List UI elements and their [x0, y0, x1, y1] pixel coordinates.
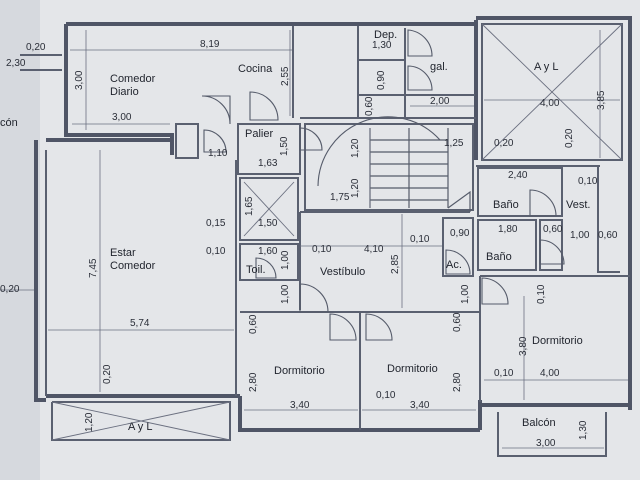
dim-label: 1,25 [444, 138, 464, 149]
dim-label: 0,60 [452, 312, 463, 332]
dim-label: 0,60 [364, 96, 375, 116]
dim-label: 3,00 [536, 438, 556, 449]
dim-label: 0,60 [248, 314, 259, 334]
dim-label: 2,55 [280, 66, 291, 86]
dim-label: 7,45 [88, 258, 99, 278]
dim-label: 3,40 [290, 400, 310, 411]
dim-label: 0,10 [536, 284, 547, 304]
dim-label: 0,20 [26, 42, 46, 53]
dim-label: 0,90 [376, 70, 387, 90]
dim-label: 1,50 [279, 136, 290, 156]
dim-label: 1,10 [208, 148, 228, 159]
room-toil: Toil. [246, 264, 266, 276]
dim-label: 0,60 [598, 230, 618, 241]
room-vest: Vest. [566, 199, 590, 211]
dim-label: 1,60 [258, 246, 278, 257]
dim-label: 4,00 [540, 98, 560, 109]
door-swings [201, 29, 565, 341]
room-dormitorio-3: Dormitorio [532, 335, 583, 347]
void-crosses [51, 23, 623, 441]
dim-label: 1,80 [498, 224, 518, 235]
dim-label: 0,10 [494, 368, 514, 379]
dim-label: 0,15 [206, 218, 226, 229]
room-dep: Dep. [374, 29, 397, 41]
dim-label: 0,10 [206, 246, 226, 257]
dim-label: 4,10 [364, 244, 384, 255]
dim-label: 0,20 [102, 364, 113, 384]
room-ac: Ac. [446, 259, 462, 271]
dim-label: 2,80 [452, 372, 463, 392]
dim-label: 2,00 [430, 96, 450, 107]
dim-label: 0,20 [564, 128, 575, 148]
dim-label: 2,85 [390, 254, 401, 274]
dim-label: 3,40 [410, 400, 430, 411]
dim-label: 0,20 [494, 138, 514, 149]
dim-label: 3,80 [518, 336, 529, 356]
interior-walls [20, 23, 630, 457]
dimension-labels: 0,20 2,30 8,19 1,30 3,00 2,55 0,90 0,60 … [0, 39, 618, 449]
dim-label: 1,20 [84, 412, 95, 432]
dim-label: 2,80 [248, 372, 259, 392]
dim-label: 0,10 [376, 390, 396, 401]
dim-label: 3,00 [74, 70, 85, 90]
room-bano-2: Baño [486, 251, 512, 263]
dim-label: 1,00 [280, 284, 291, 304]
dim-label: 1,20 [350, 178, 361, 198]
dim-label: 5,74 [130, 318, 150, 329]
dim-label: 1,63 [258, 158, 278, 169]
dim-label: 4,00 [540, 368, 560, 379]
room-cocina: Cocina [238, 63, 273, 75]
dim-label: 3,00 [112, 112, 132, 123]
dimension-lines [0, 30, 628, 449]
dim-label: 1,00 [280, 250, 291, 270]
room-palier: Palier [245, 128, 273, 140]
dim-label: 1,20 [350, 138, 361, 158]
dim-label: 0,60 [543, 224, 563, 235]
dim-label: 2,40 [508, 170, 528, 181]
dim-label: 2,30 [6, 58, 26, 69]
dim-label: 0,10 [312, 244, 332, 255]
room-dormitorio-2: Dormitorio [387, 363, 438, 375]
room-balcon-right: Balcón [522, 417, 556, 429]
dim-label: 0,90 [450, 228, 470, 239]
dim-label: 8,19 [200, 39, 220, 50]
dim-label: 0,10 [578, 176, 598, 187]
room-balcon-left: cón [0, 117, 18, 129]
dim-label: 1,30 [372, 40, 392, 51]
dim-label: 1,30 [578, 420, 589, 440]
dim-label: 1,65 [244, 196, 255, 216]
room-vestibulo: Vestíbulo [320, 266, 365, 278]
dim-label: 1,50 [258, 218, 278, 229]
dim-label: 0,10 [410, 234, 430, 245]
dim-label: 1,75 [330, 192, 350, 203]
dim-label: 1,00 [460, 284, 471, 304]
room-ayl-bottom: A y L [128, 421, 152, 433]
dim-label: 3,85 [596, 90, 607, 110]
room-dormitorio-1: Dormitorio [274, 365, 325, 377]
room-bano-1: Baño [493, 199, 519, 211]
dim-label: 0,20 [0, 284, 20, 295]
room-ayl-top: A y L [534, 61, 558, 73]
room-gal: gal. [430, 61, 448, 73]
stairs [317, 116, 471, 212]
paper-shade-left [0, 0, 40, 480]
dim-label: 1,00 [570, 230, 590, 241]
